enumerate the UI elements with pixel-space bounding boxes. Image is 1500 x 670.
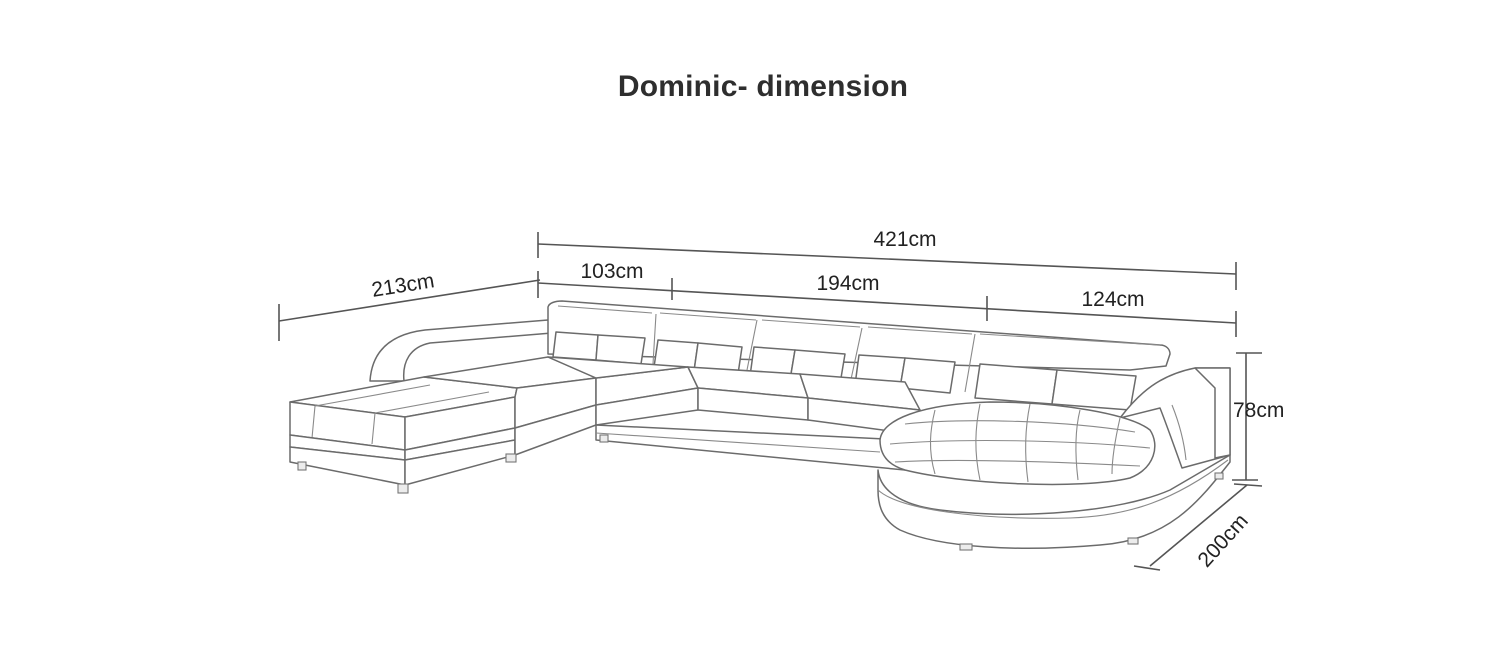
dim-label-total-width: 421cm: [873, 228, 936, 251]
dimension-lines: [278, 232, 1263, 571]
dim-label-chaise-depth: 200cm: [1194, 510, 1253, 572]
dim-label-right-section: 124cm: [1081, 288, 1144, 311]
sofa-legs: [297, 434, 1224, 551]
chaise-seat: [879, 401, 1156, 486]
tufting-pattern: [889, 403, 1151, 483]
sofa-illustration: [289, 300, 1231, 551]
dim-label-height: 78cm: [1233, 399, 1284, 422]
diagram-title: Dominic- dimension: [617, 70, 909, 103]
dim-label-left-depth: 213cm: [370, 269, 436, 302]
dim-label-left-section: 103cm: [580, 260, 643, 283]
dim-label-middle-section: 194cm: [816, 272, 879, 295]
